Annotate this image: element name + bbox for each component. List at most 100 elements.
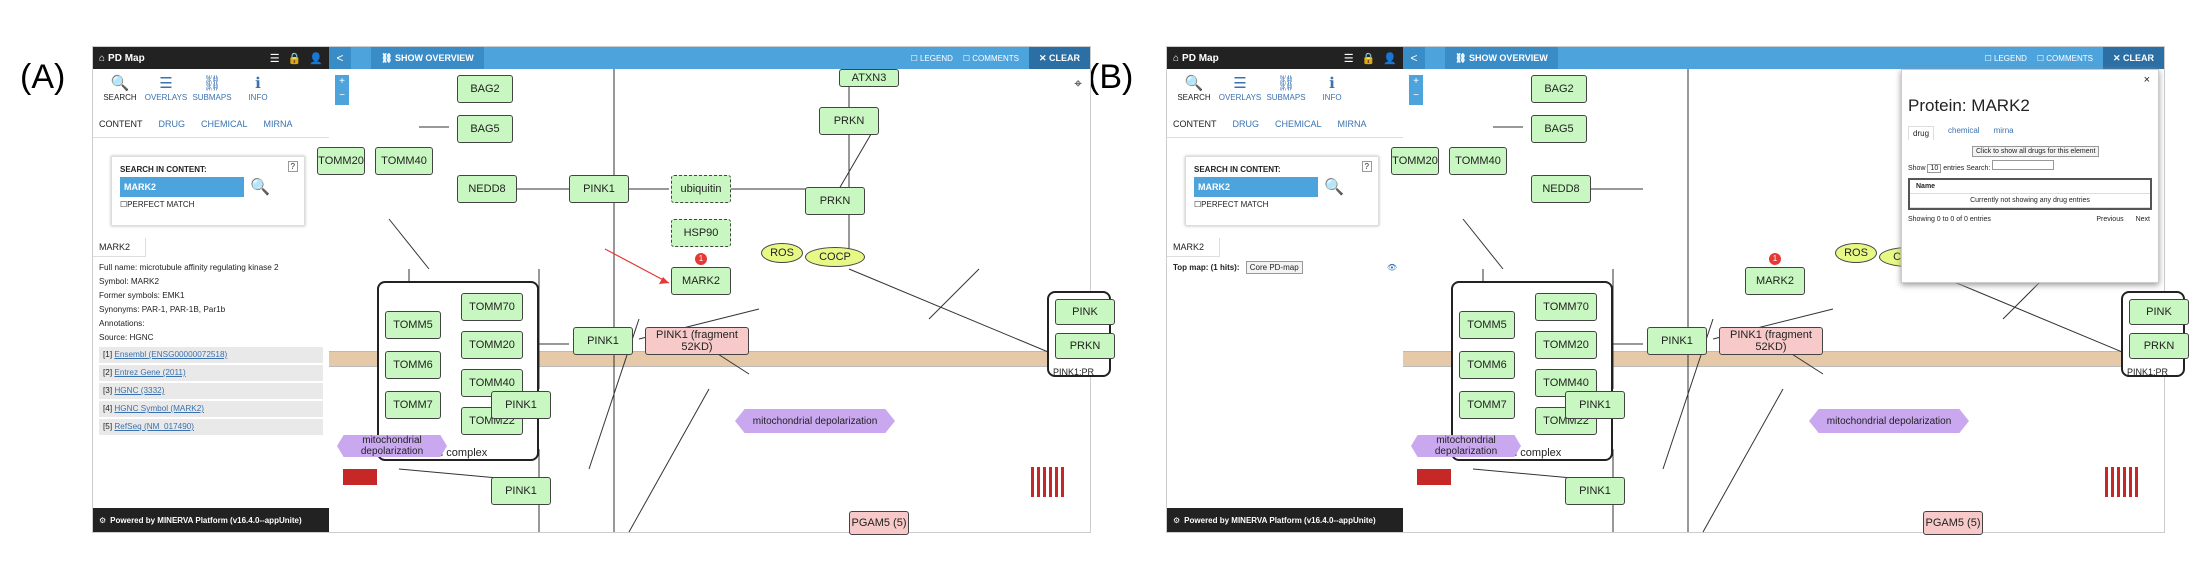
node-tomm70[interactable]: TOMM70 [461,293,523,321]
search-input[interactable]: MARK2 [1194,177,1318,197]
tab-chemical[interactable]: CHEMICAL [1275,119,1322,129]
zoom-controls[interactable]: +− [335,75,349,105]
node-hsp90[interactable]: HSP90 [671,219,731,247]
zoom-out-button[interactable]: − [1413,90,1419,101]
nav-search[interactable]: 🔍SEARCH [1171,75,1217,113]
node-prkn[interactable]: PRKN [805,187,865,215]
search-input[interactable]: MARK2 [120,177,244,197]
node-pink1[interactable]: PINK1 [573,327,633,355]
nav-overlays[interactable]: ☰OVERLAYS [144,75,188,102]
table-header[interactable]: Name [1910,180,2150,194]
node-prkn[interactable]: PRKN [819,107,879,135]
menu-icon[interactable]: ☰ [1343,52,1354,65]
node-bag5[interactable]: BAG5 [1531,115,1587,143]
show-all-drugs-button[interactable]: Click to show all drugs for this element [1972,146,2100,157]
legend-checkbox[interactable]: ☐ LEGEND [910,53,953,63]
nav-submaps[interactable]: ⛓SUBMAPS [189,75,235,113]
node-bag2[interactable]: BAG2 [457,75,513,103]
nav-submaps[interactable]: ⛓SUBMAPS [1263,75,1309,113]
tom-complex[interactable]: TOMM5 TOMM6 TOMM7 TOMM70 TOMM20 TOMM40 T… [1451,281,1613,461]
eye-icon[interactable]: 👁 [1386,263,1397,272]
popup-tab-mirna[interactable]: mirna [1993,126,2014,135]
tom-complex[interactable]: TOMM5 TOMM6 TOMM7 TOMM70 TOMM20 TOMM40 T… [377,281,539,461]
tab-mirna[interactable]: MIRNA [1337,119,1367,129]
tab-content[interactable]: CONTENT [99,119,143,129]
node-nedd8[interactable]: NEDD8 [1531,175,1591,203]
search-button-icon[interactable]: 🔍 [1324,179,1344,196]
tab-content[interactable]: CONTENT [1173,119,1217,129]
node-pink1[interactable]: PINK1 [1647,327,1707,355]
node-atxn3[interactable]: ATXN3 [839,69,899,87]
node-mark2[interactable]: MARK2 [1745,267,1805,295]
node-pink[interactable]: PINK [1055,299,1115,325]
comments-checkbox[interactable]: ☐ COMMENTS [2036,53,2093,63]
show-overview-button[interactable]: ⛓ SHOW OVERVIEW [371,47,484,69]
zoom-in-button[interactable]: + [1413,76,1419,87]
node-pink1[interactable]: PINK1 [569,175,629,203]
help-button[interactable]: ? [1361,161,1372,172]
result-tab[interactable]: MARK2 [1167,238,1220,257]
node-bag5[interactable]: BAG5 [457,115,513,143]
node-cocp[interactable]: COCP [805,247,865,267]
node-mito-depolarization[interactable]: mitochondrial depolarization [1411,435,1521,457]
node-prkn[interactable]: PRKN [2129,333,2189,359]
table-search-input[interactable] [1992,160,2055,170]
help-button[interactable]: ? [287,161,298,172]
prev-button[interactable]: Previous [2096,216,2124,223]
user-icon[interactable]: 👤 [309,52,323,65]
node-tomm20[interactable]: TOMM20 [317,147,365,175]
perfect-match-checkbox[interactable]: ☐PERFECT MATCH [1194,200,1269,209]
node-pink1-fragment[interactable]: PINK1 (fragment 52KD) [645,327,749,355]
node-mito-depolarization[interactable]: mitochondrial depolarization [735,409,895,433]
show-overview-button[interactable]: ⛓ SHOW OVERVIEW [1445,47,1558,69]
pathway-map[interactable]: +− ⌖ BAG2 BAG5 NEDD8 MARK2 TOMM20 TOMM40… [1391,69,2189,535]
zoom-out-button[interactable]: − [339,90,345,101]
nav-search[interactable]: 🔍SEARCH [97,75,143,113]
node-mito-depolarization[interactable]: mitochondrial depolarization [337,435,447,457]
next-button[interactable]: Next [2135,216,2150,223]
collapse-button[interactable]: < [329,47,351,69]
node-tomm6[interactable]: TOMM6 [385,351,441,379]
collapse-button[interactable]: < [1403,47,1425,69]
ref-link[interactable]: HGNC (3332) [114,386,165,395]
lock-icon[interactable]: 🔒 [287,52,302,65]
node-mark2[interactable]: MARK2 [671,267,731,295]
node-tomm20[interactable]: TOMM20 [1535,331,1597,359]
node-tomm20[interactable]: TOMM20 [1391,147,1439,175]
menu-icon[interactable]: ☰ [269,52,280,65]
node-tomm20[interactable]: TOMM20 [461,331,523,359]
node-pink1[interactable]: PINK1 [1565,477,1625,505]
node-pink1[interactable]: PINK1 [491,477,551,505]
core-pd-map-button[interactable]: Core PD-map [1245,261,1303,274]
node-prkn[interactable]: PRKN [1055,333,1115,359]
tab-mirna[interactable]: MIRNA [263,119,293,129]
marker-badge[interactable]: 1 [1769,253,1781,265]
node-pgam5[interactable]: PGAM5 (5) [849,511,909,535]
node-tomm7[interactable]: TOMM7 [1459,391,1515,419]
node-pink1[interactable]: PINK1 [1565,391,1625,419]
node-tomm40[interactable]: TOMM40 [1449,147,1507,175]
node-tomm40[interactable]: TOMM40 [1535,369,1597,397]
popup-tab-drug[interactable]: drug [1908,126,1935,140]
perfect-match-checkbox[interactable]: ☐PERFECT MATCH [120,200,195,209]
pink1-prkn-complex[interactable]: PINK PRKN PINK1:PR [1047,291,1115,377]
node-tomm7[interactable]: TOMM7 [385,391,441,419]
close-popup-button[interactable]: × [2143,74,2150,86]
home-icon[interactable]: ⌂ [99,52,106,64]
ref-link[interactable]: RefSeq (NM_017490) [114,422,195,431]
home-icon[interactable]: ⌂ [1173,52,1180,64]
node-bag2[interactable]: BAG2 [1531,75,1587,103]
zoom-controls[interactable]: +− [1409,75,1423,105]
search-button-icon[interactable]: 🔍 [250,179,270,196]
node-pink[interactable]: PINK [2129,299,2189,325]
ref-link[interactable]: Entrez Gene (2011) [114,368,186,377]
ref-link[interactable]: Ensembl (ENSG00000072518) [114,350,228,359]
pathway-map[interactable]: +− ⌖ BAG2 BAG5 NEDD8 PINK1 ubiquitin HS [317,69,1115,535]
tab-drug[interactable]: DRUG [1232,119,1260,129]
comments-checkbox[interactable]: ☐ COMMENTS [962,53,1019,63]
clear-button[interactable]: ✕ CLEAR [2102,47,2164,69]
node-tomm70[interactable]: TOMM70 [1535,293,1597,321]
zoom-in-button[interactable]: + [339,76,345,87]
crosshair-icon[interactable]: ⌖ [1074,75,1082,91]
